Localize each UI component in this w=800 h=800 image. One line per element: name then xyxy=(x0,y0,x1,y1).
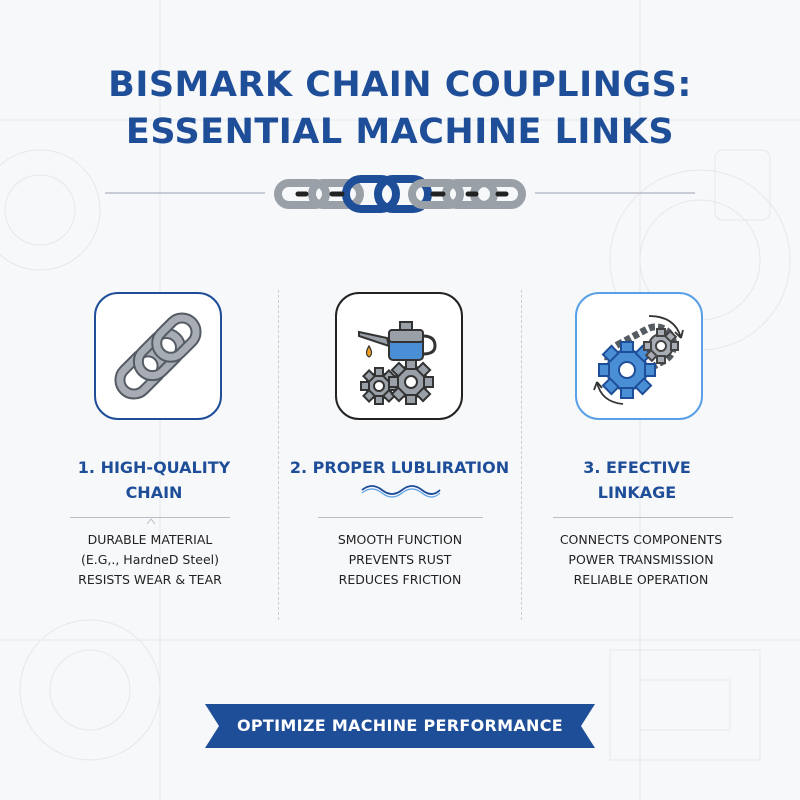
column-1-line-3: RESISTS WEAR & TEAR xyxy=(78,572,222,587)
title-line-1: BISMARK CHAIN COUPLINGS: xyxy=(108,65,692,105)
linkage-icon-box xyxy=(575,292,703,420)
column-2-line-1: SMOOTH FUNCTION xyxy=(337,532,463,547)
column-3-heading-line-1: 3. EFECTIVE xyxy=(583,458,691,477)
column-2-rule xyxy=(318,517,483,518)
banner-label: OPTIMIZE MACHINE PERFORMANCE xyxy=(236,716,564,735)
column-3-heading-line-2: LINKAGE xyxy=(597,483,677,502)
column-3-line-3: RELIABLE OPERATION xyxy=(573,572,709,587)
page-title: BISMARK CHAIN COUPLINGS: ESSENTIAL MACHI… xyxy=(0,62,800,156)
column-2-description: SMOOTH FUNCTION PREVENTS RUST REDUCES FR… xyxy=(275,530,525,590)
column-1-heading: 1. HIGH-QUALITY CHAIN xyxy=(34,455,274,505)
gear-chain-drive-icon xyxy=(593,315,684,405)
lubrication-icon-box xyxy=(335,292,463,420)
column-3-line-2: POWER TRANSMISSION xyxy=(568,552,714,567)
column-1-line-1: DURABLE MATERIAL xyxy=(87,532,213,547)
column-2-heading-line-1: 2. PROPER LUBLIRATION xyxy=(289,458,510,477)
column-2-line-3: REDUCES FRICTION xyxy=(338,572,462,587)
column-3-heading: 3. EFECTIVE LINKAGE xyxy=(517,455,757,505)
column-1-heading-line-2: CHAIN xyxy=(125,483,183,502)
column-2-heading: 2. PROPER LUBLIRATION xyxy=(278,455,521,480)
column-1-description: DURABLE MATERIAL (E.G,., HardneD Steel) … xyxy=(25,530,275,590)
column-separator-2 xyxy=(521,290,522,620)
column-3-rule xyxy=(553,517,733,518)
column-1-heading-line-1: 1. HIGH-QUALITY xyxy=(77,458,231,477)
chain-icon-box xyxy=(94,292,222,420)
oil-can-gears-icon xyxy=(358,321,437,405)
column-3-description: CONNECTS COMPONENTS POWER TRANSMISSION R… xyxy=(516,530,766,590)
title-line-2: ESSENTIAL MACHINE LINKS xyxy=(125,112,675,152)
column-1-rule xyxy=(70,517,230,518)
column-1-line-2: (E.G,., HardneD Steel) xyxy=(80,552,220,567)
column-3-line-1: CONNECTS COMPONENTS xyxy=(559,532,723,547)
performance-banner: OPTIMIZE MACHINE PERFORMANCE xyxy=(205,704,595,748)
banner-ribbon-icon xyxy=(205,704,595,748)
wave-icon xyxy=(361,485,441,498)
column-separator-1 xyxy=(278,290,279,620)
caret-icon xyxy=(146,510,156,525)
chain-divider-icon xyxy=(105,175,695,213)
chain-link-icon xyxy=(114,312,202,400)
column-2-line-2: PREVENTS RUST xyxy=(348,552,452,567)
